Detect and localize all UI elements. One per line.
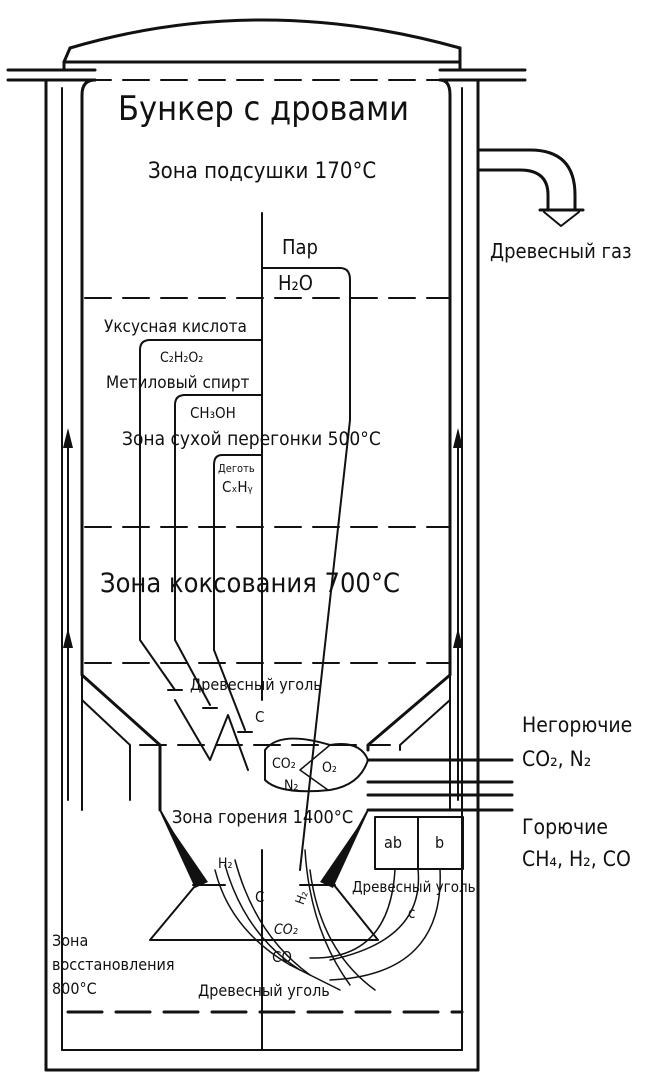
combustible-formula: CH₄, H₂, CO [522,847,631,871]
legend-cell-ab: ab [384,833,402,852]
methanol-formula: CH₃OH [190,404,236,422]
zone-reduction-1: Зона [52,931,88,950]
legend-sub-c: c [408,904,415,922]
hearth-throat [149,809,379,1051]
title: Бункер с дровами [118,89,409,129]
zone-combustion: Зона горения 1400°C [172,807,353,828]
product-flow-lines [139,212,351,871]
charcoal-top: Древесный уголь [190,675,322,694]
acetic-formula: C₂H₂O₂ [160,350,203,366]
n2-label: N₂ [284,778,298,794]
air-inlet [264,737,514,812]
charcoal-bottom: Древесный уголь [198,981,330,1000]
zone-drying: Зона подсушки 170°C [148,159,376,184]
o2-label: O₂ [322,760,337,776]
h2-label: H₂ [218,856,233,872]
co2-label: CO₂ [272,756,296,772]
zone-coking: Зона коксования 700°C [100,568,400,599]
noncombustible-formula: CO₂, N₂ [522,747,591,771]
co2-lower-label: CO₂ [274,922,298,938]
noncombustible-title: Негорючие [522,713,632,737]
side-gas-arrows [63,428,463,801]
charcoal-legend-box [309,816,464,981]
hopper-lid [6,18,527,82]
legend-charcoal: Древесный уголь [352,878,476,896]
gas-outlet-pipe [476,148,585,227]
zone-reduction-2: восстановления [52,955,175,974]
methanol-label: Метиловый спирт [106,373,250,393]
steam-label: Пар [282,235,318,259]
h2-slanted-label: H₂ [293,889,312,907]
reduction-curves [214,849,376,991]
labels: Бункер с дровами Зона подсушки 170°C Пар… [52,89,632,1000]
steam-formula: H₂O [278,271,313,295]
wood-gas-label: Древесный газ [490,239,632,263]
tar-formula: CₓHᵧ [222,478,253,496]
carbon-mid: C [255,888,264,906]
co-label: CO [272,948,292,966]
zone-reduction-3: 800°C [52,979,97,998]
zone-dry-distillation: Зона сухой перегонки 500°C [122,428,381,450]
outer-shell [44,78,480,1072]
zone-boundaries [66,79,464,1014]
legend-cell-b: b [435,833,444,852]
acetic-acid-label: Уксусная кислота [104,317,247,337]
carbon-top: C [255,708,264,726]
tar-label: Деготь [218,462,255,475]
combustible-title: Горючие [522,815,608,839]
